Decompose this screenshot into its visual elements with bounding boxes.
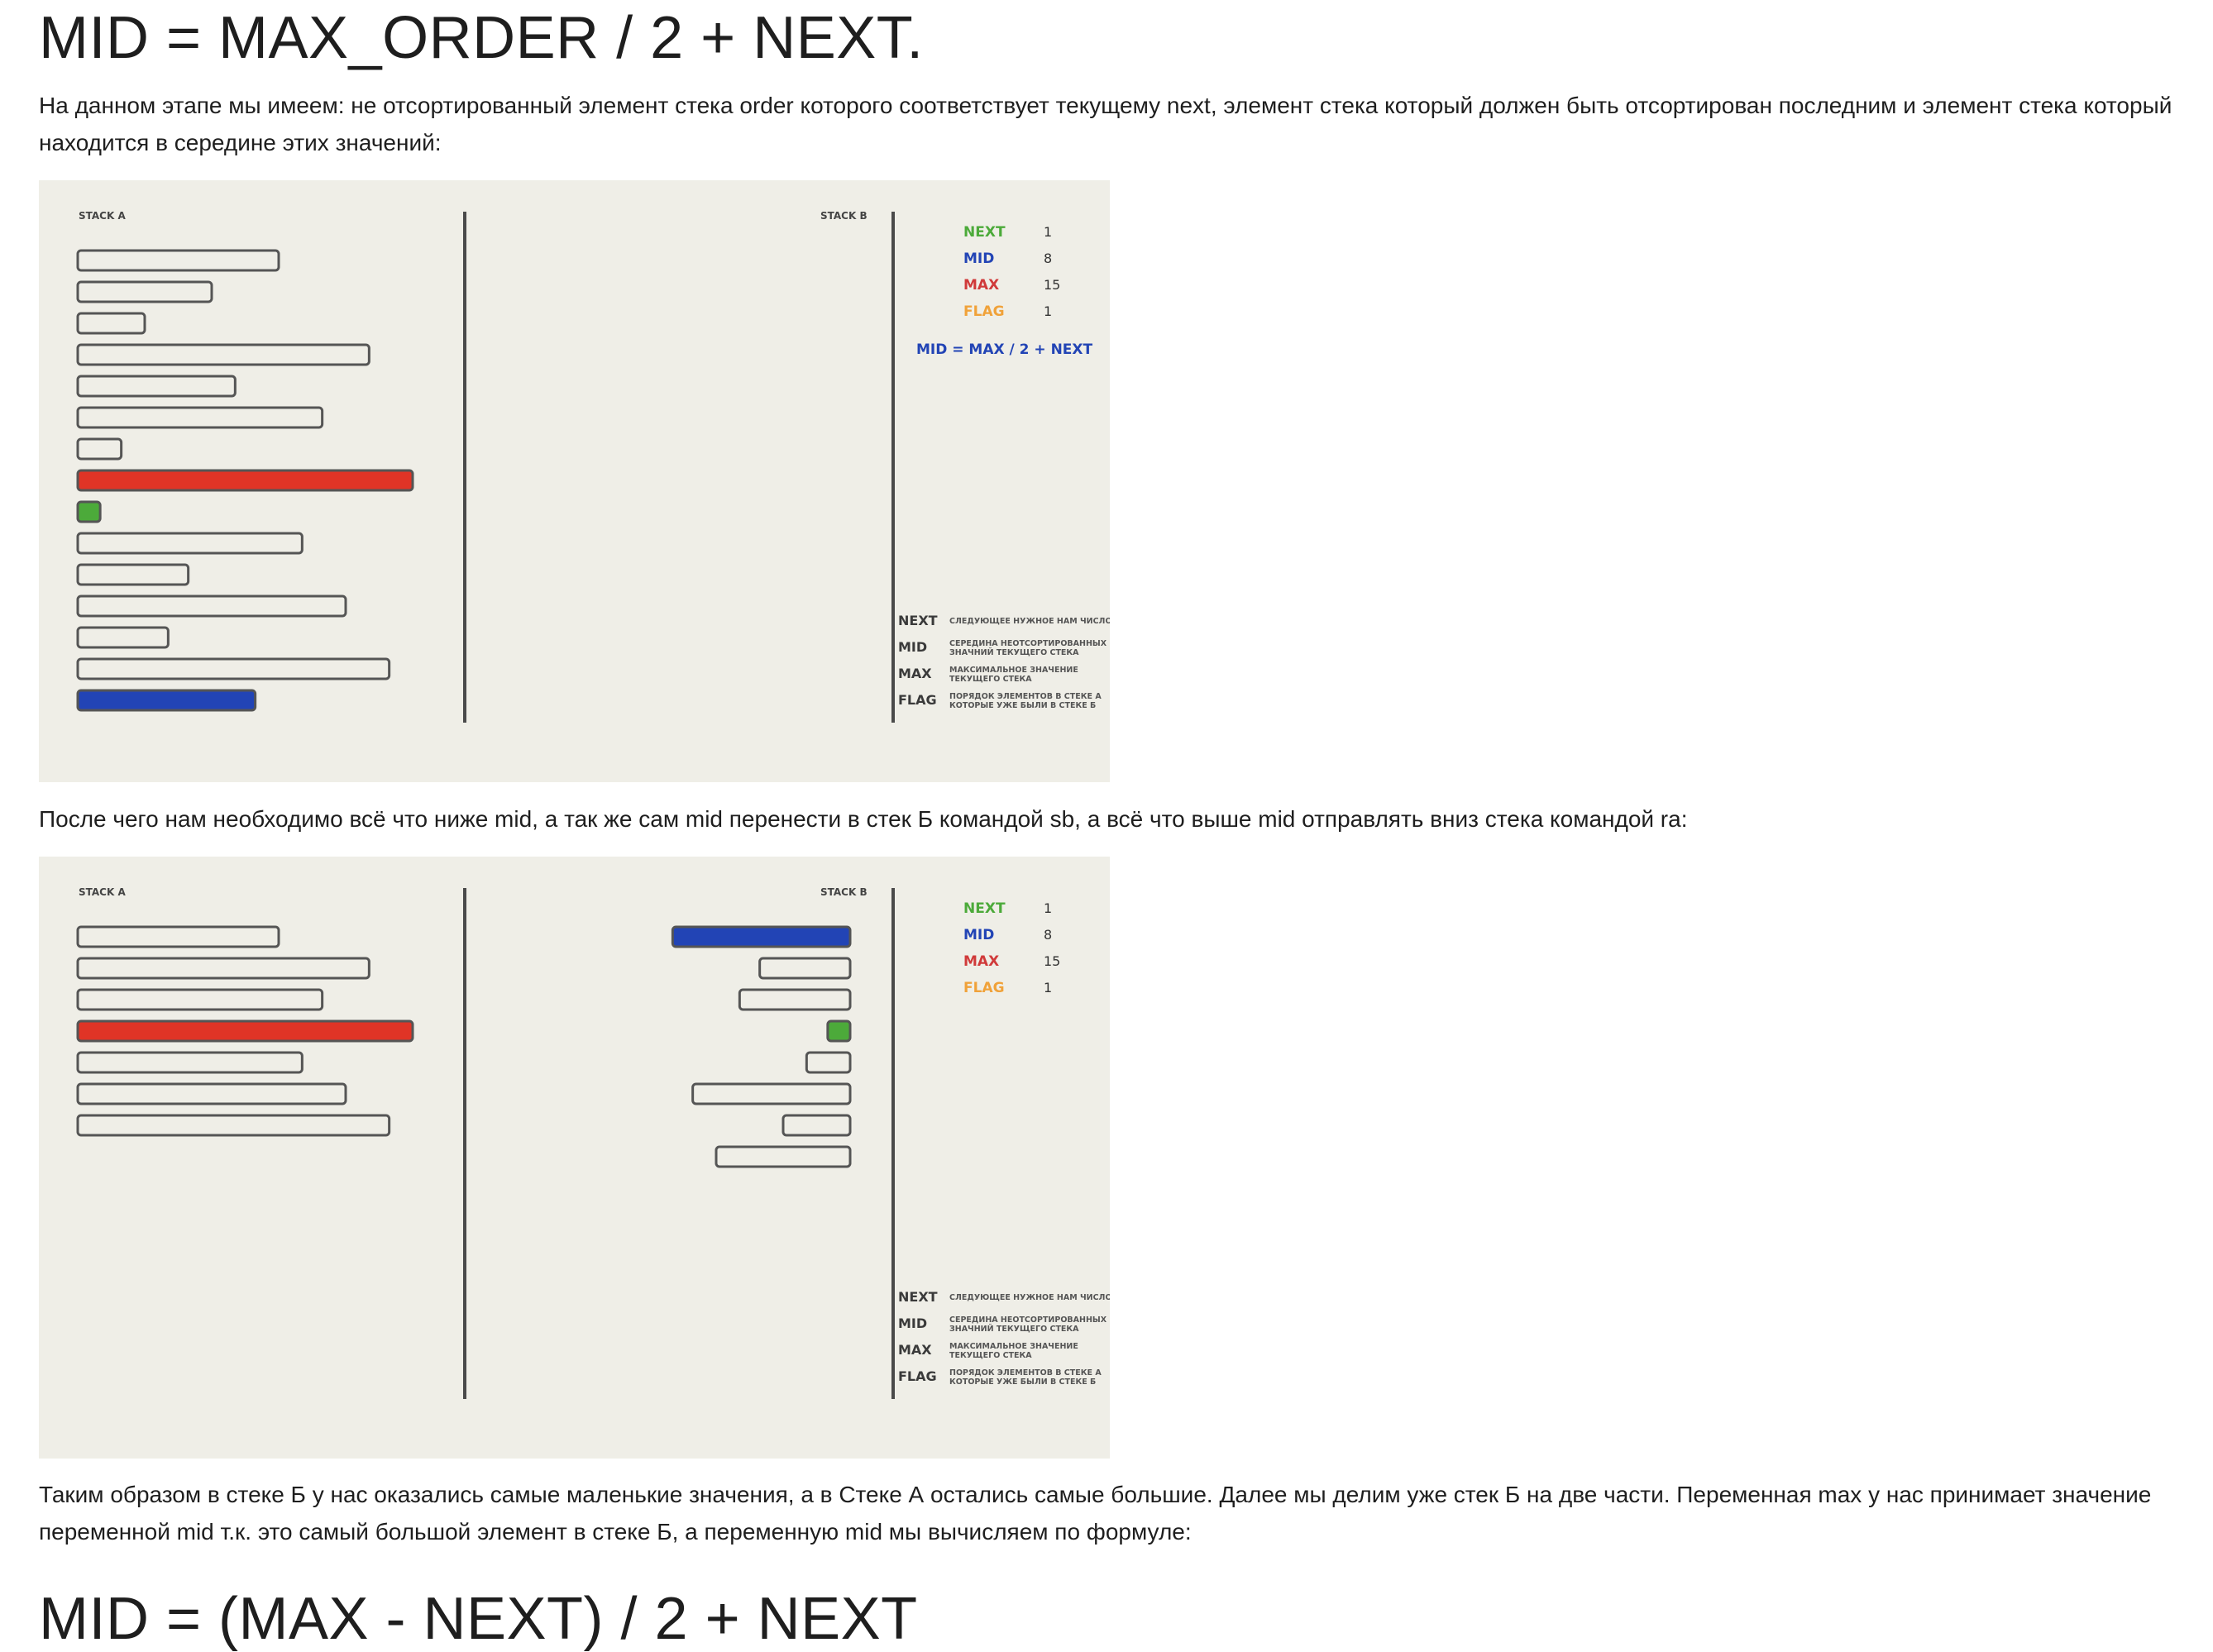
formula-heading-top: MID = MAX_ORDER / 2 + NEXT. <box>39 5 924 71</box>
stack-b-element <box>691 1082 852 1105</box>
legend-key-mid: MID <box>898 1315 927 1331</box>
stack-a-element <box>76 1019 414 1043</box>
stack-a-element <box>76 500 102 523</box>
stack-a-element <box>76 469 414 492</box>
stack-a-element <box>76 1082 347 1105</box>
legend-desc-mid: СЕРЕДИНА НЕОТСОРТИРОВАННЫХ <box>949 639 1107 648</box>
stack-b-element <box>738 988 852 1011</box>
var-name-max: MAX <box>963 953 999 970</box>
legend-desc-mid: СЕРЕДИНА НЕОТСОРТИРОВАННЫХ <box>949 1315 1107 1325</box>
stack-a-element <box>76 957 370 980</box>
var-value-mid: 8 <box>1044 927 1052 943</box>
stack-a-element <box>76 1114 391 1137</box>
legend-desc-flag: ПОРЯДОК ЭЛЕМЕНТОВ В СТЕКЕ А <box>949 692 1102 701</box>
legend-desc-flag: КОТОРЫЕ УЖЕ БЫЛИ В СТЕКЕ Б <box>949 1377 1096 1387</box>
legend-desc-flag: ПОРЯДОК ЭЛЕМЕНТОВ В СТЕКЕ А <box>949 1368 1102 1377</box>
stack-a-label: STACK A <box>79 886 126 898</box>
legend-desc-mid: ЗНАЧНИЙ ТЕКУЩЕГО СТЕКА <box>949 1324 1079 1334</box>
stack-b-label: STACK B <box>820 210 868 222</box>
legend-key-next: NEXT <box>898 613 938 628</box>
legend-desc-next: СЛЕДУЮЩЕЕ НУЖНОЕ НАМ ЧИСЛО <box>949 617 1110 626</box>
legend-key-flag: FLAG <box>898 1368 937 1384</box>
stack-a-element <box>76 689 257 712</box>
diagram-formula: MID = MAX / 2 + NEXT <box>916 341 1093 358</box>
stack-b-element <box>758 957 852 980</box>
legend-desc-max: ТЕКУЩЕГО СТЕКА <box>949 1351 1032 1360</box>
legend-desc-max: МАКСИМАЛЬНОЕ ЗНАЧЕНИЕ <box>949 1342 1078 1351</box>
stack-a-element <box>76 1051 304 1074</box>
stack-a-element <box>76 988 324 1011</box>
var-name-flag: FLAG <box>963 303 1005 320</box>
stack-a-element <box>76 626 170 649</box>
stack-a-element <box>76 343 370 366</box>
var-value-mid: 8 <box>1044 251 1052 266</box>
var-name-mid: MID <box>963 251 994 267</box>
stack-b-label: STACK B <box>820 886 868 898</box>
var-value-max: 15 <box>1044 277 1060 293</box>
stack-b-element <box>715 1145 852 1168</box>
legend-desc-max: МАКСИМАЛЬНОЕ ЗНАЧЕНИЕ <box>949 666 1078 675</box>
legend-key-flag: FLAG <box>898 692 937 708</box>
stack-b-element <box>805 1051 852 1074</box>
var-name-flag: FLAG <box>963 980 1005 996</box>
stack-a-element <box>76 532 304 555</box>
legend-desc-max: ТЕКУЩЕГО СТЕКА <box>949 675 1032 684</box>
stack-a-element <box>76 375 237 398</box>
stack-a-element <box>76 312 146 335</box>
stack-a-element <box>76 925 280 948</box>
stack-a-element <box>76 437 123 461</box>
legend-key-next: NEXT <box>898 1289 938 1305</box>
var-name-mid: MID <box>963 927 994 943</box>
stack-b-element <box>671 925 852 948</box>
stack-a-element <box>76 563 190 586</box>
legend-desc-mid: ЗНАЧНИЙ ТЕКУЩЕГО СТЕКА <box>949 647 1079 657</box>
legend-key-mid: MID <box>898 639 927 655</box>
var-value-next: 1 <box>1044 900 1052 916</box>
var-name-next: NEXT <box>963 224 1006 241</box>
var-value-max: 15 <box>1044 953 1060 969</box>
legend-key-max: MAX <box>898 666 932 681</box>
paragraph-3: Таким образом в стеке Б у нас оказались … <box>39 1482 2152 1545</box>
stack-a-element <box>76 594 347 618</box>
var-name-next: NEXT <box>963 900 1006 917</box>
legend-key-max: MAX <box>898 1342 932 1358</box>
formula-heading-bottom: MID = (MAX - NEXT) / 2 + NEXT <box>39 1586 918 1652</box>
var-value-next: 1 <box>1044 224 1052 240</box>
var-value-flag: 1 <box>1044 303 1052 319</box>
legend-desc-next: СЛЕДУЮЩЕЕ НУЖНОЕ НАМ ЧИСЛО <box>949 1293 1110 1302</box>
var-name-max: MAX <box>963 277 999 294</box>
stack-a-element <box>76 249 280 272</box>
paragraph-2: После чего нам необходимо всё что ниже m… <box>39 806 1688 832</box>
stack-a-element <box>76 280 213 303</box>
paragraph-1: На данном этапе мы имеем: не отсортирова… <box>39 93 2172 155</box>
stack-a-label: STACK A <box>79 210 126 222</box>
stack-a-element <box>76 406 324 429</box>
stack-b-element <box>826 1019 852 1043</box>
legend-desc-flag: КОТОРЫЕ УЖЕ БЫЛИ В СТЕКЕ Б <box>949 701 1096 710</box>
stack-a-element <box>76 657 391 680</box>
var-value-flag: 1 <box>1044 980 1052 995</box>
stack-b-element <box>781 1114 852 1137</box>
